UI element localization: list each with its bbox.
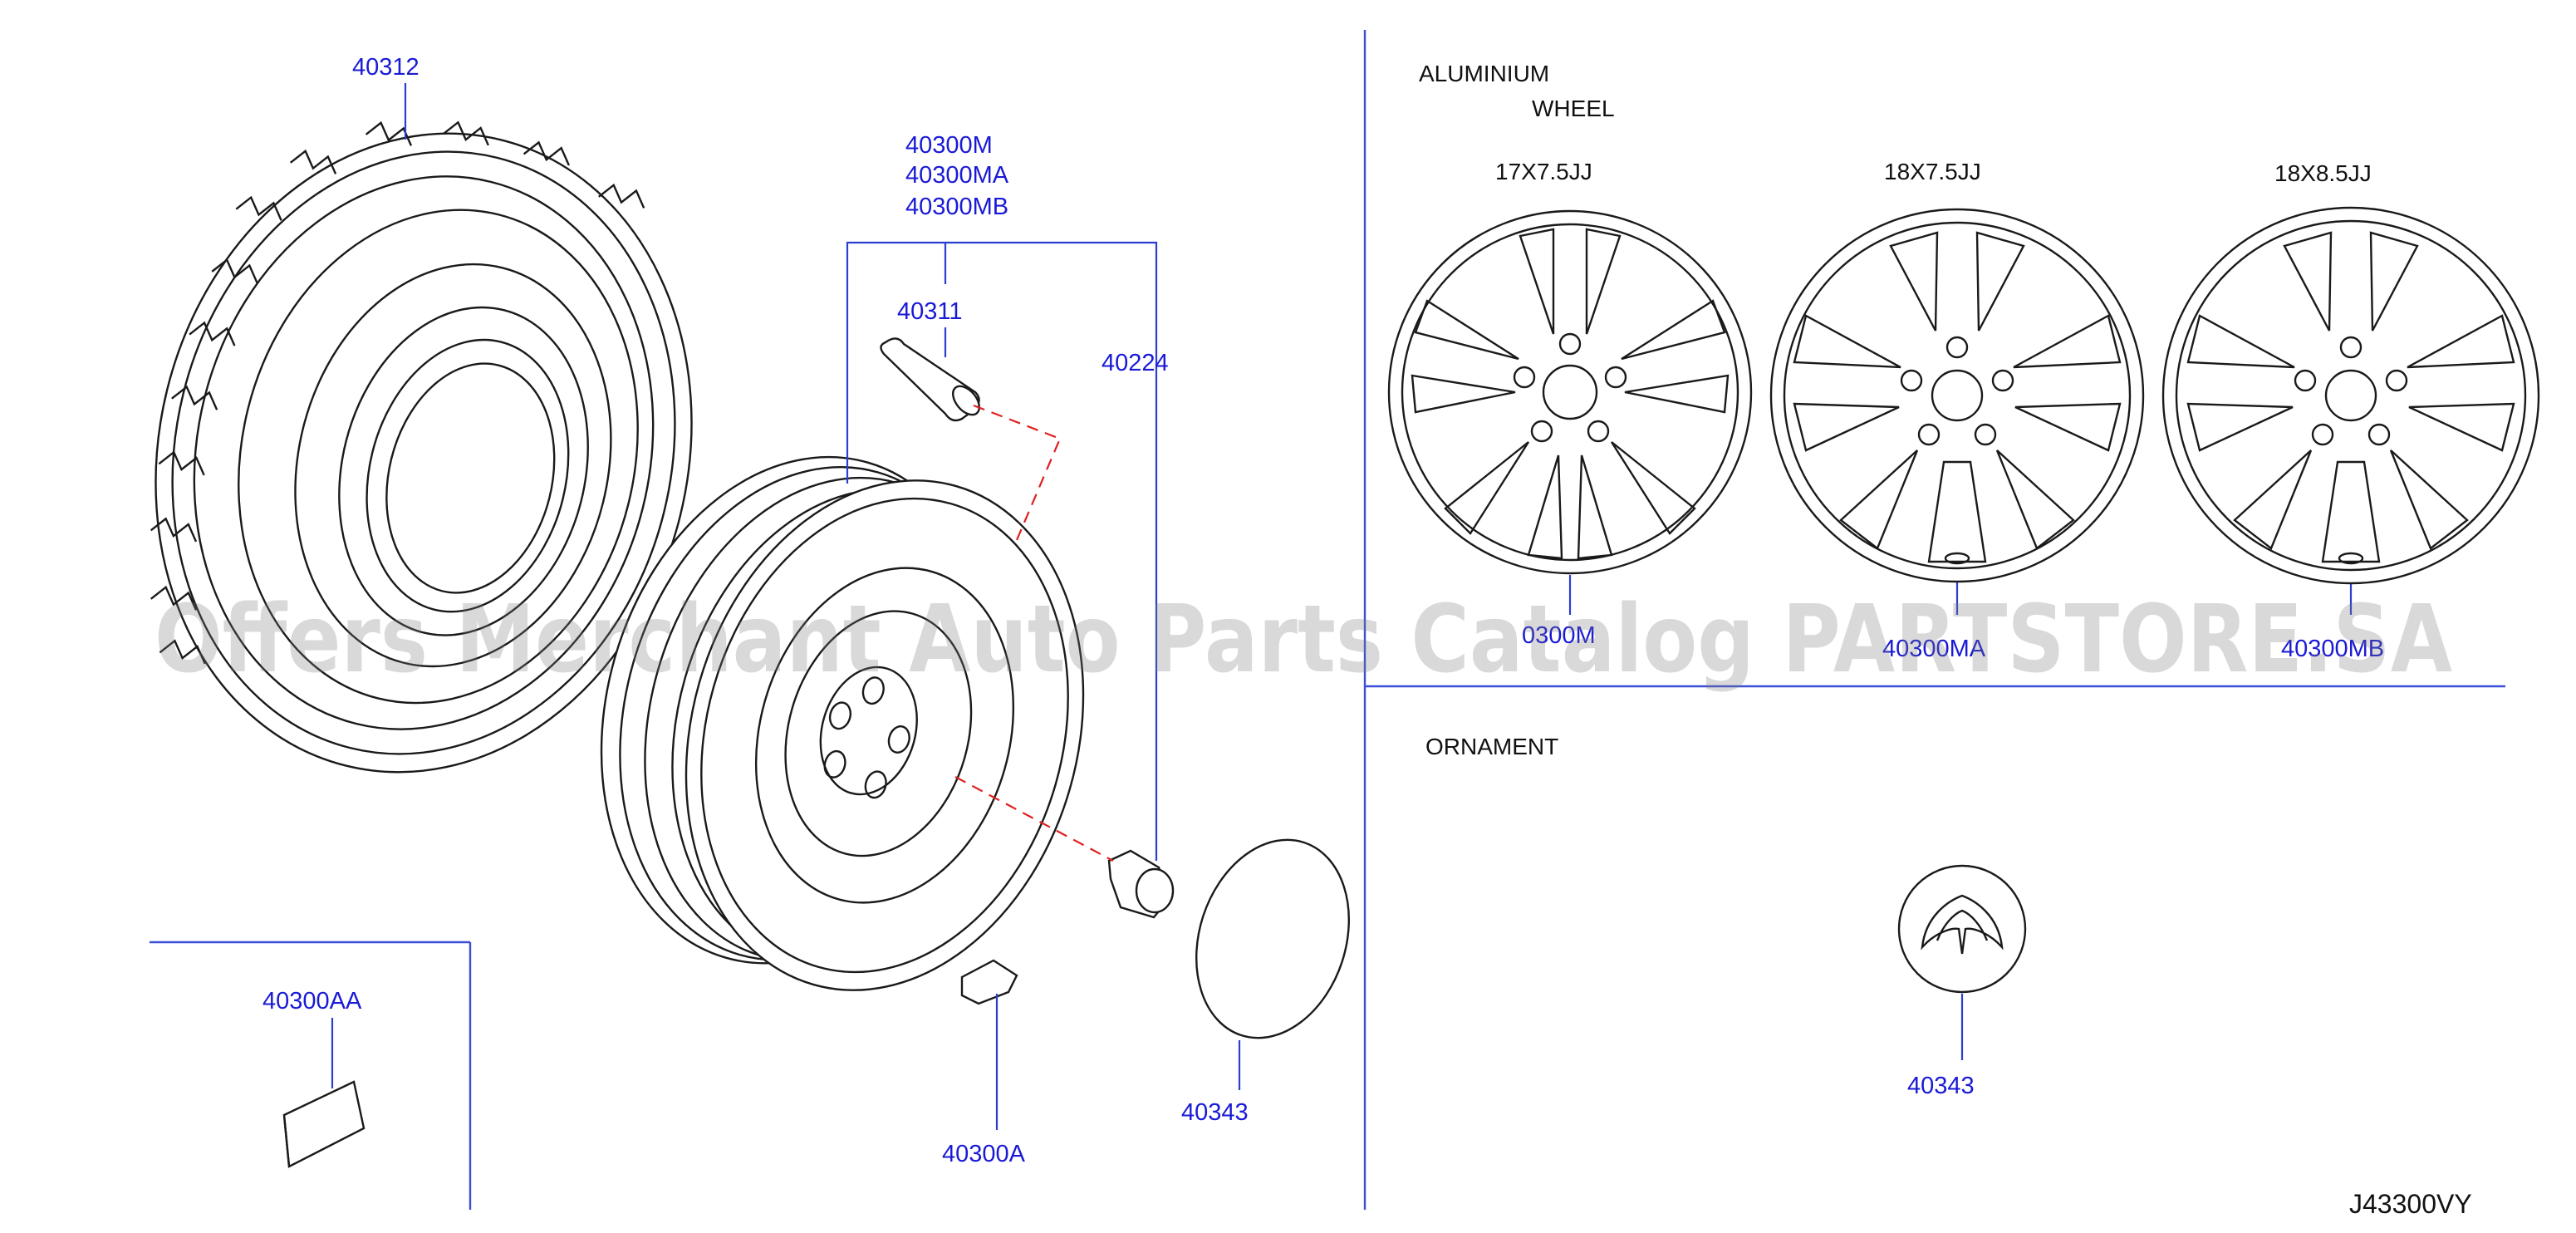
alloy-wheel-17x7-5jj[interactable] bbox=[1387, 209, 1753, 575]
alloy-wheel-18x8-5jj[interactable] bbox=[2161, 206, 2540, 585]
callout-weight-aa[interactable]: 40300AA bbox=[263, 988, 362, 1014]
callout-weight-a[interactable]: 40300A bbox=[942, 1141, 1026, 1167]
callout-cap[interactable]: 40343 bbox=[1181, 1099, 1249, 1126]
section-dividers bbox=[150, 30, 2505, 1210]
tire-illustration[interactable] bbox=[90, 71, 758, 830]
callout-wheel-assy-1[interactable]: 40300M bbox=[905, 132, 993, 159]
ornament-section-title: ORNAMENT bbox=[1425, 734, 1558, 759]
wheel-cap-illustration[interactable] bbox=[1172, 820, 1374, 1058]
steel-wheel-illustration[interactable] bbox=[543, 409, 1141, 1038]
wheel-size-label-3: 18X8.5JJ bbox=[2274, 160, 2372, 186]
valve-stem-illustration[interactable] bbox=[880, 337, 984, 422]
wheel-nut-illustration[interactable] bbox=[1107, 849, 1175, 919]
assembly-dashed-lines bbox=[954, 404, 1114, 862]
wheel-size-label-2: 18X7.5JJ bbox=[1884, 159, 1981, 184]
watermark-text: Offers Merchant Auto Parts Catalog PARTS… bbox=[155, 586, 2452, 694]
callout-alloy-2[interactable]: 40300MA bbox=[1882, 636, 1986, 662]
balance-weight-adhesive-illustration[interactable] bbox=[282, 1080, 366, 1168]
balance-weight-clip-illustration[interactable] bbox=[960, 959, 1018, 1005]
aluminium-section-title: ALUMINIUM bbox=[1419, 61, 1549, 86]
callout-nut[interactable]: 40224 bbox=[1102, 350, 1169, 376]
callout-wheel-assy-3[interactable]: 40300MB bbox=[905, 194, 1008, 220]
callout-tire[interactable]: 40312 bbox=[352, 54, 420, 81]
tire-tread-pattern bbox=[150, 120, 645, 665]
alloy-wheel-18x7-5jj[interactable] bbox=[1769, 208, 2145, 583]
wheel-size-label-1: 17X7.5JJ bbox=[1495, 159, 1592, 184]
infiniti-logo-icon bbox=[1921, 894, 2004, 955]
diagram-code: J43300VY bbox=[2349, 1189, 2472, 1219]
callout-alloy-1[interactable]: 0300M bbox=[1522, 622, 1596, 649]
aluminium-section-subtitle: WHEEL bbox=[1532, 96, 1615, 121]
callout-alloy-3[interactable]: 40300MB bbox=[2281, 636, 2384, 662]
callout-wheel-assy-2[interactable]: 40300MA bbox=[905, 162, 1009, 189]
ornament-emblem-illustration[interactable] bbox=[1897, 864, 2027, 994]
callout-valve[interactable]: 40311 bbox=[897, 298, 963, 325]
leader-lines bbox=[331, 83, 2353, 1130]
callout-ornament[interactable]: 40343 bbox=[1907, 1073, 1975, 1099]
